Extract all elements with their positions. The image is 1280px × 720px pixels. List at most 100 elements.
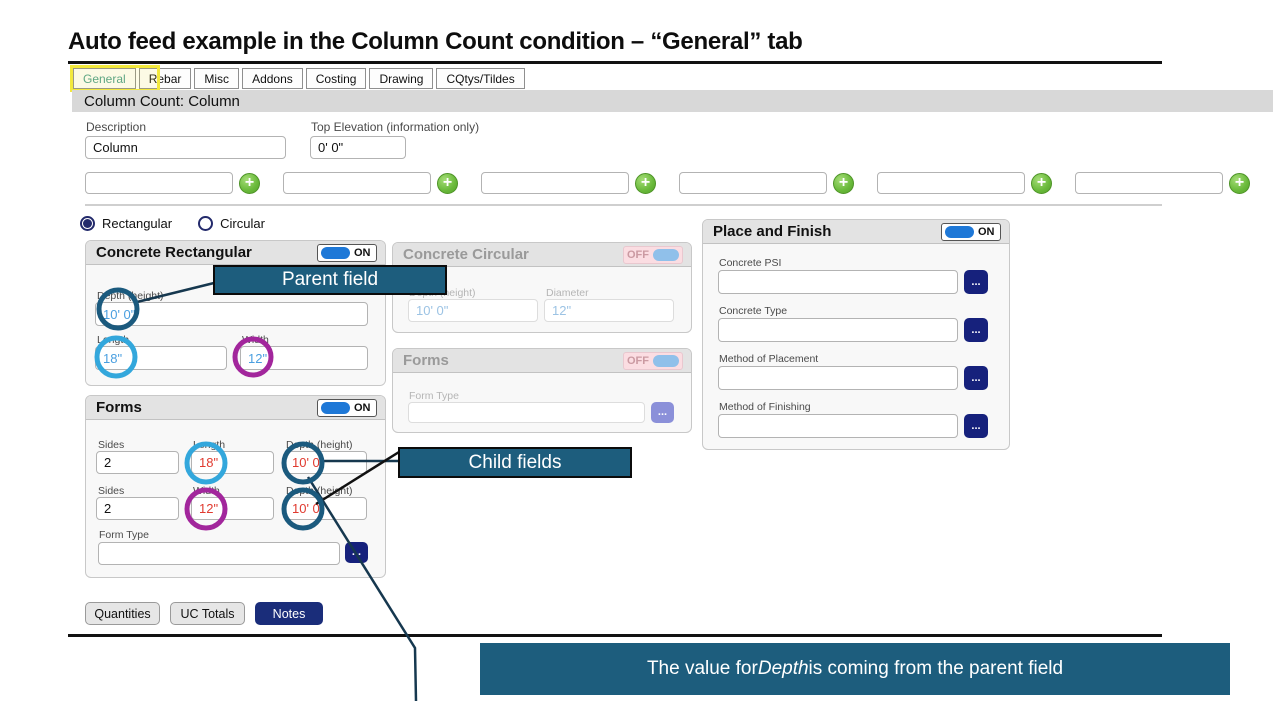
sides-input[interactable] <box>96 497 179 520</box>
radio-rectangular[interactable]: Rectangular <box>80 216 172 231</box>
auto-feed-input-5[interactable] <box>877 172 1025 194</box>
toggle-knob-icon <box>321 401 350 414</box>
forms-circular-header: Forms OFF <box>393 349 691 373</box>
radio-circular[interactable]: Circular <box>198 216 265 231</box>
auto-feed-input-1[interactable] <box>85 172 233 194</box>
add-icon[interactable]: + <box>1229 172 1250 194</box>
more-options-icon[interactable]: ... <box>964 366 988 390</box>
add-icon[interactable]: + <box>833 172 854 194</box>
footer-rule <box>68 634 1162 637</box>
add-icon[interactable]: + <box>1031 172 1052 194</box>
form-type-label: Form Type <box>99 529 149 541</box>
banner-text-pre: The value for <box>646 658 758 679</box>
toggle-label: ON <box>354 401 371 414</box>
top-elevation-label: Top Elevation (information only) <box>311 120 480 134</box>
length-label: Length <box>97 334 130 346</box>
concrete-circular-panel: Concrete Circular OFF Depth (height) Dia… <box>392 242 692 333</box>
toggle-label: OFF <box>627 354 649 367</box>
tab-drawing[interactable]: Drawing <box>369 68 434 89</box>
diameter-input[interactable] <box>544 299 674 322</box>
depth-input[interactable] <box>284 497 367 520</box>
auto-feed-slot-3: + <box>481 172 656 194</box>
radio-rectangular-label: Rectangular <box>102 216 173 231</box>
concrete-rectangular-toggle[interactable]: ON <box>317 243 377 262</box>
length-input[interactable] <box>191 451 274 474</box>
banner-text-italic: Depth <box>757 658 809 679</box>
concrete-rectangular-panel: Concrete Rectangular ON Depth (height) L… <box>85 240 386 386</box>
top-elevation-input[interactable] <box>310 136 406 159</box>
toggle-label: ON <box>978 225 995 238</box>
explanation-banner: The value for Depth is coming from the p… <box>480 643 1230 695</box>
panel-title: Concrete Circular <box>403 246 529 263</box>
toggle-knob-icon <box>653 248 679 261</box>
quantities-button[interactable]: Quantities <box>85 602 160 625</box>
forms-rectangular-panel: Forms ON Sides Length Depth (height) Sid… <box>85 395 386 578</box>
radio-circular-label: Circular <box>220 216 265 231</box>
depth-input[interactable] <box>408 299 538 322</box>
tab-rebar[interactable]: Rebar <box>138 68 192 89</box>
place-and-finish-toggle[interactable]: ON <box>941 222 1001 241</box>
length-input[interactable] <box>95 346 227 370</box>
concrete-circular-header: Concrete Circular OFF <box>393 243 691 267</box>
form-type-input[interactable] <box>408 402 645 423</box>
more-options-icon[interactable]: ... <box>345 542 368 563</box>
more-options-icon[interactable]: ... <box>964 414 988 438</box>
parent-field-callout: Parent field <box>213 265 447 295</box>
more-options-icon[interactable]: ... <box>964 318 988 342</box>
concrete-type-input[interactable] <box>718 318 958 342</box>
banner-text-post: is coming from the parent field <box>808 658 1064 679</box>
add-icon[interactable]: + <box>239 172 260 194</box>
auto-feed-input-2[interactable] <box>283 172 431 194</box>
width-label: Width <box>242 334 269 346</box>
width-label: Width <box>193 485 220 497</box>
concrete-psi-label: Concrete PSI <box>719 257 782 269</box>
depth-label: Depth (height) <box>286 439 353 451</box>
tab-cqtys-tildes[interactable]: CQtys/Tildes <box>436 68 525 89</box>
tab-costing[interactable]: Costing <box>305 68 367 89</box>
method-of-placement-label: Method of Placement <box>719 353 819 365</box>
diameter-label: Diameter <box>546 287 589 299</box>
toggle-label: ON <box>354 246 371 259</box>
width-input[interactable] <box>240 346 368 370</box>
width-input[interactable] <box>191 497 274 520</box>
add-icon[interactable]: + <box>635 172 656 194</box>
more-options-icon[interactable]: ... <box>964 270 988 294</box>
depth-label: Depth (height) <box>97 290 164 302</box>
tab-misc[interactable]: Misc <box>194 68 240 89</box>
notes-button[interactable]: Notes <box>255 602 323 625</box>
length-label: Length <box>193 439 226 451</box>
auto-feed-slot-4: + <box>679 172 854 194</box>
tab-addons[interactable]: Addons <box>242 68 303 89</box>
tab-bar: General Rebar Misc Addons Costing Drawin… <box>73 68 525 89</box>
radio-selected-icon <box>80 216 95 231</box>
forms-circular-toggle[interactable]: OFF <box>623 351 683 370</box>
description-label: Description <box>86 120 147 134</box>
method-of-finishing-input[interactable] <box>718 414 958 438</box>
forms-rectangular-header: Forms ON <box>86 396 385 420</box>
auto-feed-input-6[interactable] <box>1075 172 1223 194</box>
panel-title: Forms <box>96 399 142 416</box>
shape-radio-group: Rectangular Circular <box>80 216 265 231</box>
toggle-knob-icon <box>945 225 974 238</box>
add-icon[interactable]: + <box>437 172 458 194</box>
depth-label: Depth (height) <box>286 485 353 497</box>
toggle-knob-icon <box>653 354 679 367</box>
tab-general[interactable]: General <box>73 68 136 89</box>
uc-totals-button[interactable]: UC Totals <box>170 602 245 625</box>
form-type-input[interactable] <box>98 542 340 565</box>
child-fields-callout: Child fields <box>398 447 632 478</box>
method-of-placement-input[interactable] <box>718 366 958 390</box>
more-options-icon[interactable]: ... <box>651 402 674 423</box>
auto-feed-slot-5: + <box>877 172 1052 194</box>
auto-feed-slot-6: + <box>1075 172 1250 194</box>
auto-feed-input-4[interactable] <box>679 172 827 194</box>
auto-feed-slot-2: + <box>283 172 458 194</box>
depth-input[interactable] <box>284 451 367 474</box>
forms-rectangular-toggle[interactable]: ON <box>317 398 377 417</box>
depth-input[interactable] <box>95 302 368 326</box>
concrete-circular-toggle[interactable]: OFF <box>623 245 683 264</box>
auto-feed-input-3[interactable] <box>481 172 629 194</box>
sides-input[interactable] <box>96 451 179 474</box>
description-input[interactable] <box>85 136 286 159</box>
concrete-psi-input[interactable] <box>718 270 958 294</box>
